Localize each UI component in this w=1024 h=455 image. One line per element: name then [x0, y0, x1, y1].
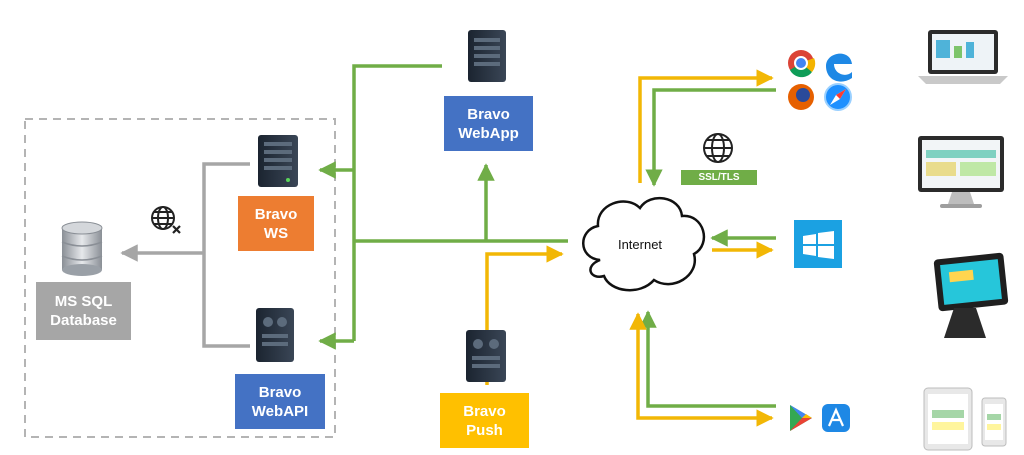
gray-connectors: [120, 162, 250, 348]
database-icon: [61, 221, 103, 276]
globe-blocked-icon: [151, 206, 181, 234]
laptop-icon: [918, 30, 1008, 84]
cloud-icon: [582, 196, 706, 292]
windows-icon: [794, 220, 842, 268]
internal-network-boundary: [24, 118, 336, 438]
server-icon: [466, 330, 506, 382]
app-store-icon: [822, 404, 850, 432]
tablet-phone-icon: [923, 387, 1007, 451]
desktop-monitor-icon: [918, 136, 1004, 208]
server-icon: [258, 135, 298, 187]
firefox-icon: [788, 84, 814, 110]
google-play-icon: [790, 405, 812, 431]
server-icon: [256, 308, 294, 362]
green-connectors: [318, 64, 776, 408]
server-icon: [468, 30, 506, 82]
pos-terminal-icon: [933, 252, 1009, 338]
ssl-tls-badge: SSL/TLS: [681, 170, 757, 185]
globe-icon: [703, 133, 733, 163]
edge-icon: [826, 53, 852, 82]
safari-icon: [824, 83, 852, 111]
internet-label: Internet: [617, 236, 663, 252]
chrome-icon: [788, 50, 816, 78]
